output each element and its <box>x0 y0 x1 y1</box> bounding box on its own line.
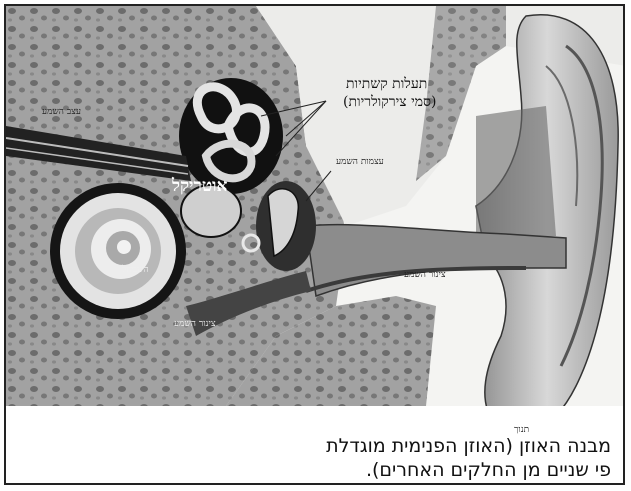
cochlea-label: השבלול <box>122 264 149 275</box>
ear-diagram-frame: תעלות קשתיות (סמי צירקולריות) אוטריקל הש… <box>4 4 625 485</box>
ear-anatomy-illustration <box>6 6 625 485</box>
utricle-label: אוטריקל <box>172 176 227 196</box>
ossicles-label: עצמות השמע <box>336 156 384 167</box>
auditory-nerve-label: עצב השמע <box>42 106 81 117</box>
eustachian-tube-label: צינור השמע <box>174 318 216 329</box>
semicircular-canals-label-line2: (סמי צירקולריות) <box>343 94 436 111</box>
semicircular-canals-label-line1: תעלות קשתיות <box>346 76 427 93</box>
figure-caption: מבנה האוזן (האוזן הפנימית מוגדלת פי שניי… <box>326 434 611 482</box>
caption-line-1: מבנה האוזן (האוזן הפנימית מוגדלת <box>326 434 611 458</box>
caption-line-2: פי שניים מן החלקים האחרים). <box>326 458 611 482</box>
ear-canal-label: צינור השמע <box>404 269 446 280</box>
